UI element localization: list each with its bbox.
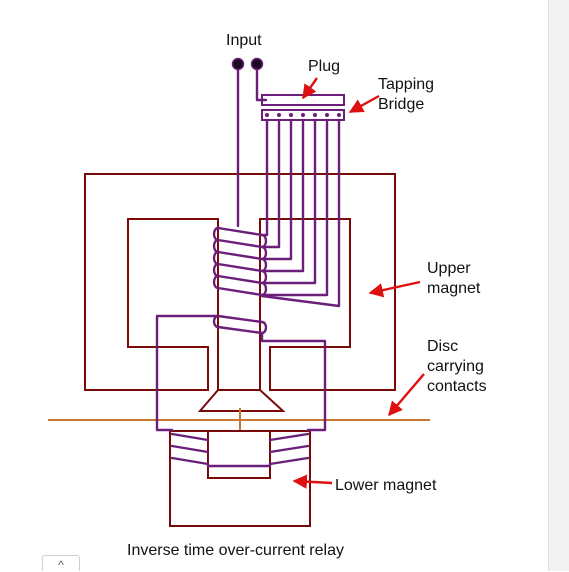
chevron-up-icon: ^ <box>58 557 64 572</box>
bridge-label: Bridge <box>378 96 424 113</box>
upper-magnet-pole-tip <box>197 389 286 412</box>
input-terminal-left <box>231 57 245 71</box>
diagram-caption: Inverse time over-current relay <box>127 542 344 559</box>
tapping-bridge-arrow <box>348 94 380 114</box>
tapping-bridge <box>261 109 345 121</box>
lower-magnet-arrow <box>292 474 333 489</box>
upper-label: Upper <box>427 260 471 277</box>
lower-magnet-core <box>169 430 311 527</box>
disc-label: Disc <box>427 338 458 355</box>
relay-diagram: Input Plug Tapping Bridge Upper magnet D… <box>48 32 487 559</box>
carrying-label: carrying <box>427 358 484 375</box>
input-label: Input <box>226 32 262 49</box>
upper-magnet-arrow <box>368 280 421 298</box>
magnet-label: magnet <box>427 280 481 297</box>
winding-wiring <box>155 62 341 468</box>
tapping-label: Tapping <box>378 76 434 93</box>
right-gutter <box>548 0 569 571</box>
tapping-bridge-sockets <box>265 113 341 117</box>
input-terminal-right <box>250 57 264 71</box>
contacts-label: contacts <box>427 378 487 395</box>
lower-magnet-label: Lower magnet <box>335 477 437 494</box>
upper-magnet-core <box>84 173 396 391</box>
plug-arrow <box>302 77 318 100</box>
plug-label: Plug <box>308 58 340 75</box>
disc-arrow <box>388 373 425 417</box>
scroll-up-button[interactable]: ^ <box>42 555 80 571</box>
